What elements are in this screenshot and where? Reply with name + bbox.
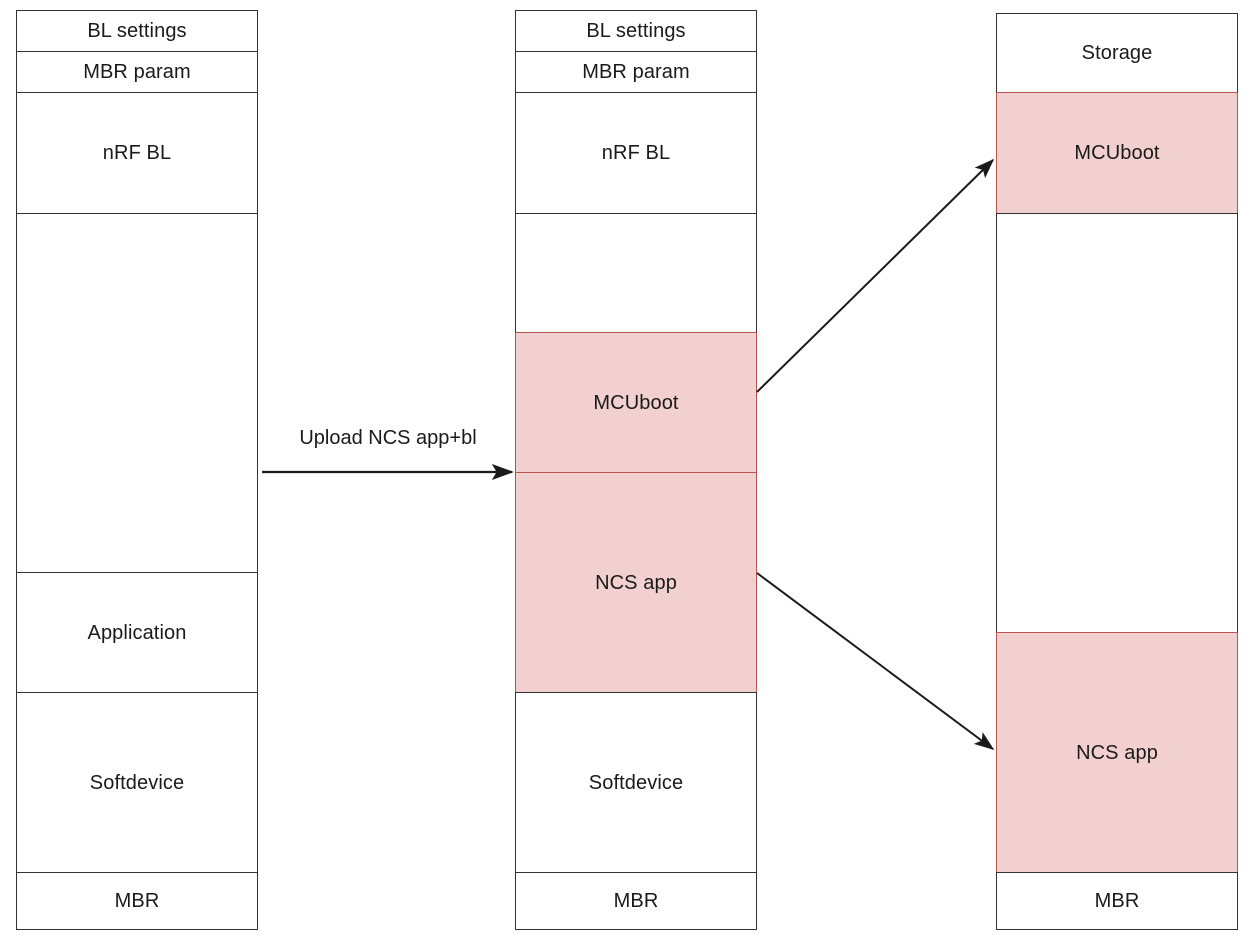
cell-mcuboot-col2: MCUboot: [515, 332, 757, 473]
cell-mbr-param-col1: MBR param: [16, 51, 258, 93]
cell-mbr-col2: MBR: [515, 872, 757, 930]
column-final-ncs-layout: Storage MCUboot NCS app MBR: [996, 13, 1238, 930]
cell-free-space-col1: [16, 213, 258, 573]
cell-bl-settings-col1: BL settings: [16, 10, 258, 52]
upload-arrow-label: Upload NCS app+bl: [299, 427, 477, 449]
cell-nrf-bl-col2: nRF BL: [515, 92, 757, 214]
cell-free-space-col2: [515, 213, 757, 333]
cell-mbr-col3: MBR: [996, 872, 1238, 930]
cell-free-space-col3: [996, 213, 1238, 633]
mcuboot-relocation-arrow-line: [756, 158, 995, 393]
cell-bl-settings-col2: BL settings: [515, 10, 757, 52]
column-ncs-upload-layout: BL settings MBR param nRF BL MCUboot NCS…: [515, 10, 757, 930]
cell-nrf-bl-col1: nRF BL: [16, 92, 258, 214]
cell-mbr-param-col2: MBR param: [515, 51, 757, 93]
cell-storage-col3: Storage: [996, 13, 1238, 93]
column-legacy-nrf-layout: BL settings MBR param nRF BL Application…: [16, 10, 258, 930]
cell-softdevice-col1: Softdevice: [16, 692, 258, 873]
ncs-app-relocation-arrow-line: [756, 572, 995, 750]
cell-mbr-col1: MBR: [16, 872, 258, 930]
cell-application-col1: Application: [16, 572, 258, 693]
cell-softdevice-col2: Softdevice: [515, 692, 757, 873]
cell-ncs-app-col3: NCS app: [996, 632, 1238, 873]
cell-ncs-app-col2: NCS app: [515, 472, 757, 693]
cell-mcuboot-col3: MCUboot: [996, 92, 1238, 214]
